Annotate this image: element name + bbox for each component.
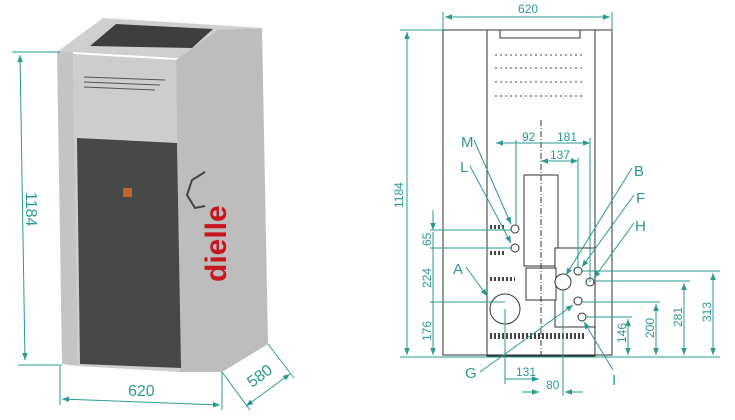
dim-131: 131: [516, 365, 536, 379]
stove-left-strip: [57, 52, 78, 366]
vent-line: [83, 76, 166, 81]
width-dimension-line: [61, 396, 221, 408]
stove-top-grille: [90, 24, 213, 48]
extension-line: [267, 343, 295, 379]
height-dimension-line: [17, 54, 28, 361]
dim-92: 92: [522, 130, 536, 144]
door-indicator: [123, 188, 132, 197]
label-A: A: [453, 261, 463, 278]
connection-M: [510, 224, 520, 234]
label-H: H: [635, 218, 646, 235]
depth-dimension-line: [245, 373, 291, 407]
label-L: L: [460, 159, 468, 176]
label-G: G: [465, 365, 477, 382]
dim-176: 176: [420, 321, 434, 341]
connection-L: [510, 243, 520, 253]
connection-I: [577, 312, 587, 322]
dimension-lines: [400, 12, 720, 396]
dim-65: 65: [420, 232, 434, 246]
logo-hexagon: [185, 171, 206, 210]
dim-146: 146: [615, 323, 629, 343]
top-flue-slot: [499, 29, 581, 39]
vent-line: [83, 81, 161, 86]
brand-logo: dielle: [200, 205, 233, 282]
label-F: F: [636, 190, 645, 207]
dim-224: 224: [420, 268, 434, 288]
label-M: M: [461, 134, 474, 151]
label-B: B: [634, 163, 644, 180]
stove-door: [77, 138, 181, 368]
dim-80: 80: [546, 378, 560, 392]
dim-200: 200: [643, 318, 657, 338]
dim-total-height: 1184: [392, 182, 406, 208]
dim-137: 137: [550, 148, 570, 162]
leader-lines: [465, 139, 635, 373]
dim-total-width: 620: [518, 2, 538, 16]
stove-rear-view: M L A B F H G I: [392, 2, 720, 396]
stove-right-side: [176, 28, 268, 372]
depth-label: 580: [244, 362, 276, 392]
motor-box: [525, 267, 557, 301]
width-label: 620: [128, 383, 155, 400]
dim-181: 181: [557, 130, 577, 144]
extension-line: [221, 371, 251, 411]
connection-G: [573, 296, 583, 306]
label-I: I: [612, 372, 616, 389]
height-label: 1184: [22, 192, 39, 227]
connection-F: [573, 266, 583, 276]
stove-3d-view: dielle 1184 620 580: [12, 18, 295, 411]
dim-313: 313: [700, 302, 714, 322]
vent-line: [83, 86, 156, 91]
dim-281: 281: [671, 307, 685, 327]
connection-B: [554, 273, 572, 291]
